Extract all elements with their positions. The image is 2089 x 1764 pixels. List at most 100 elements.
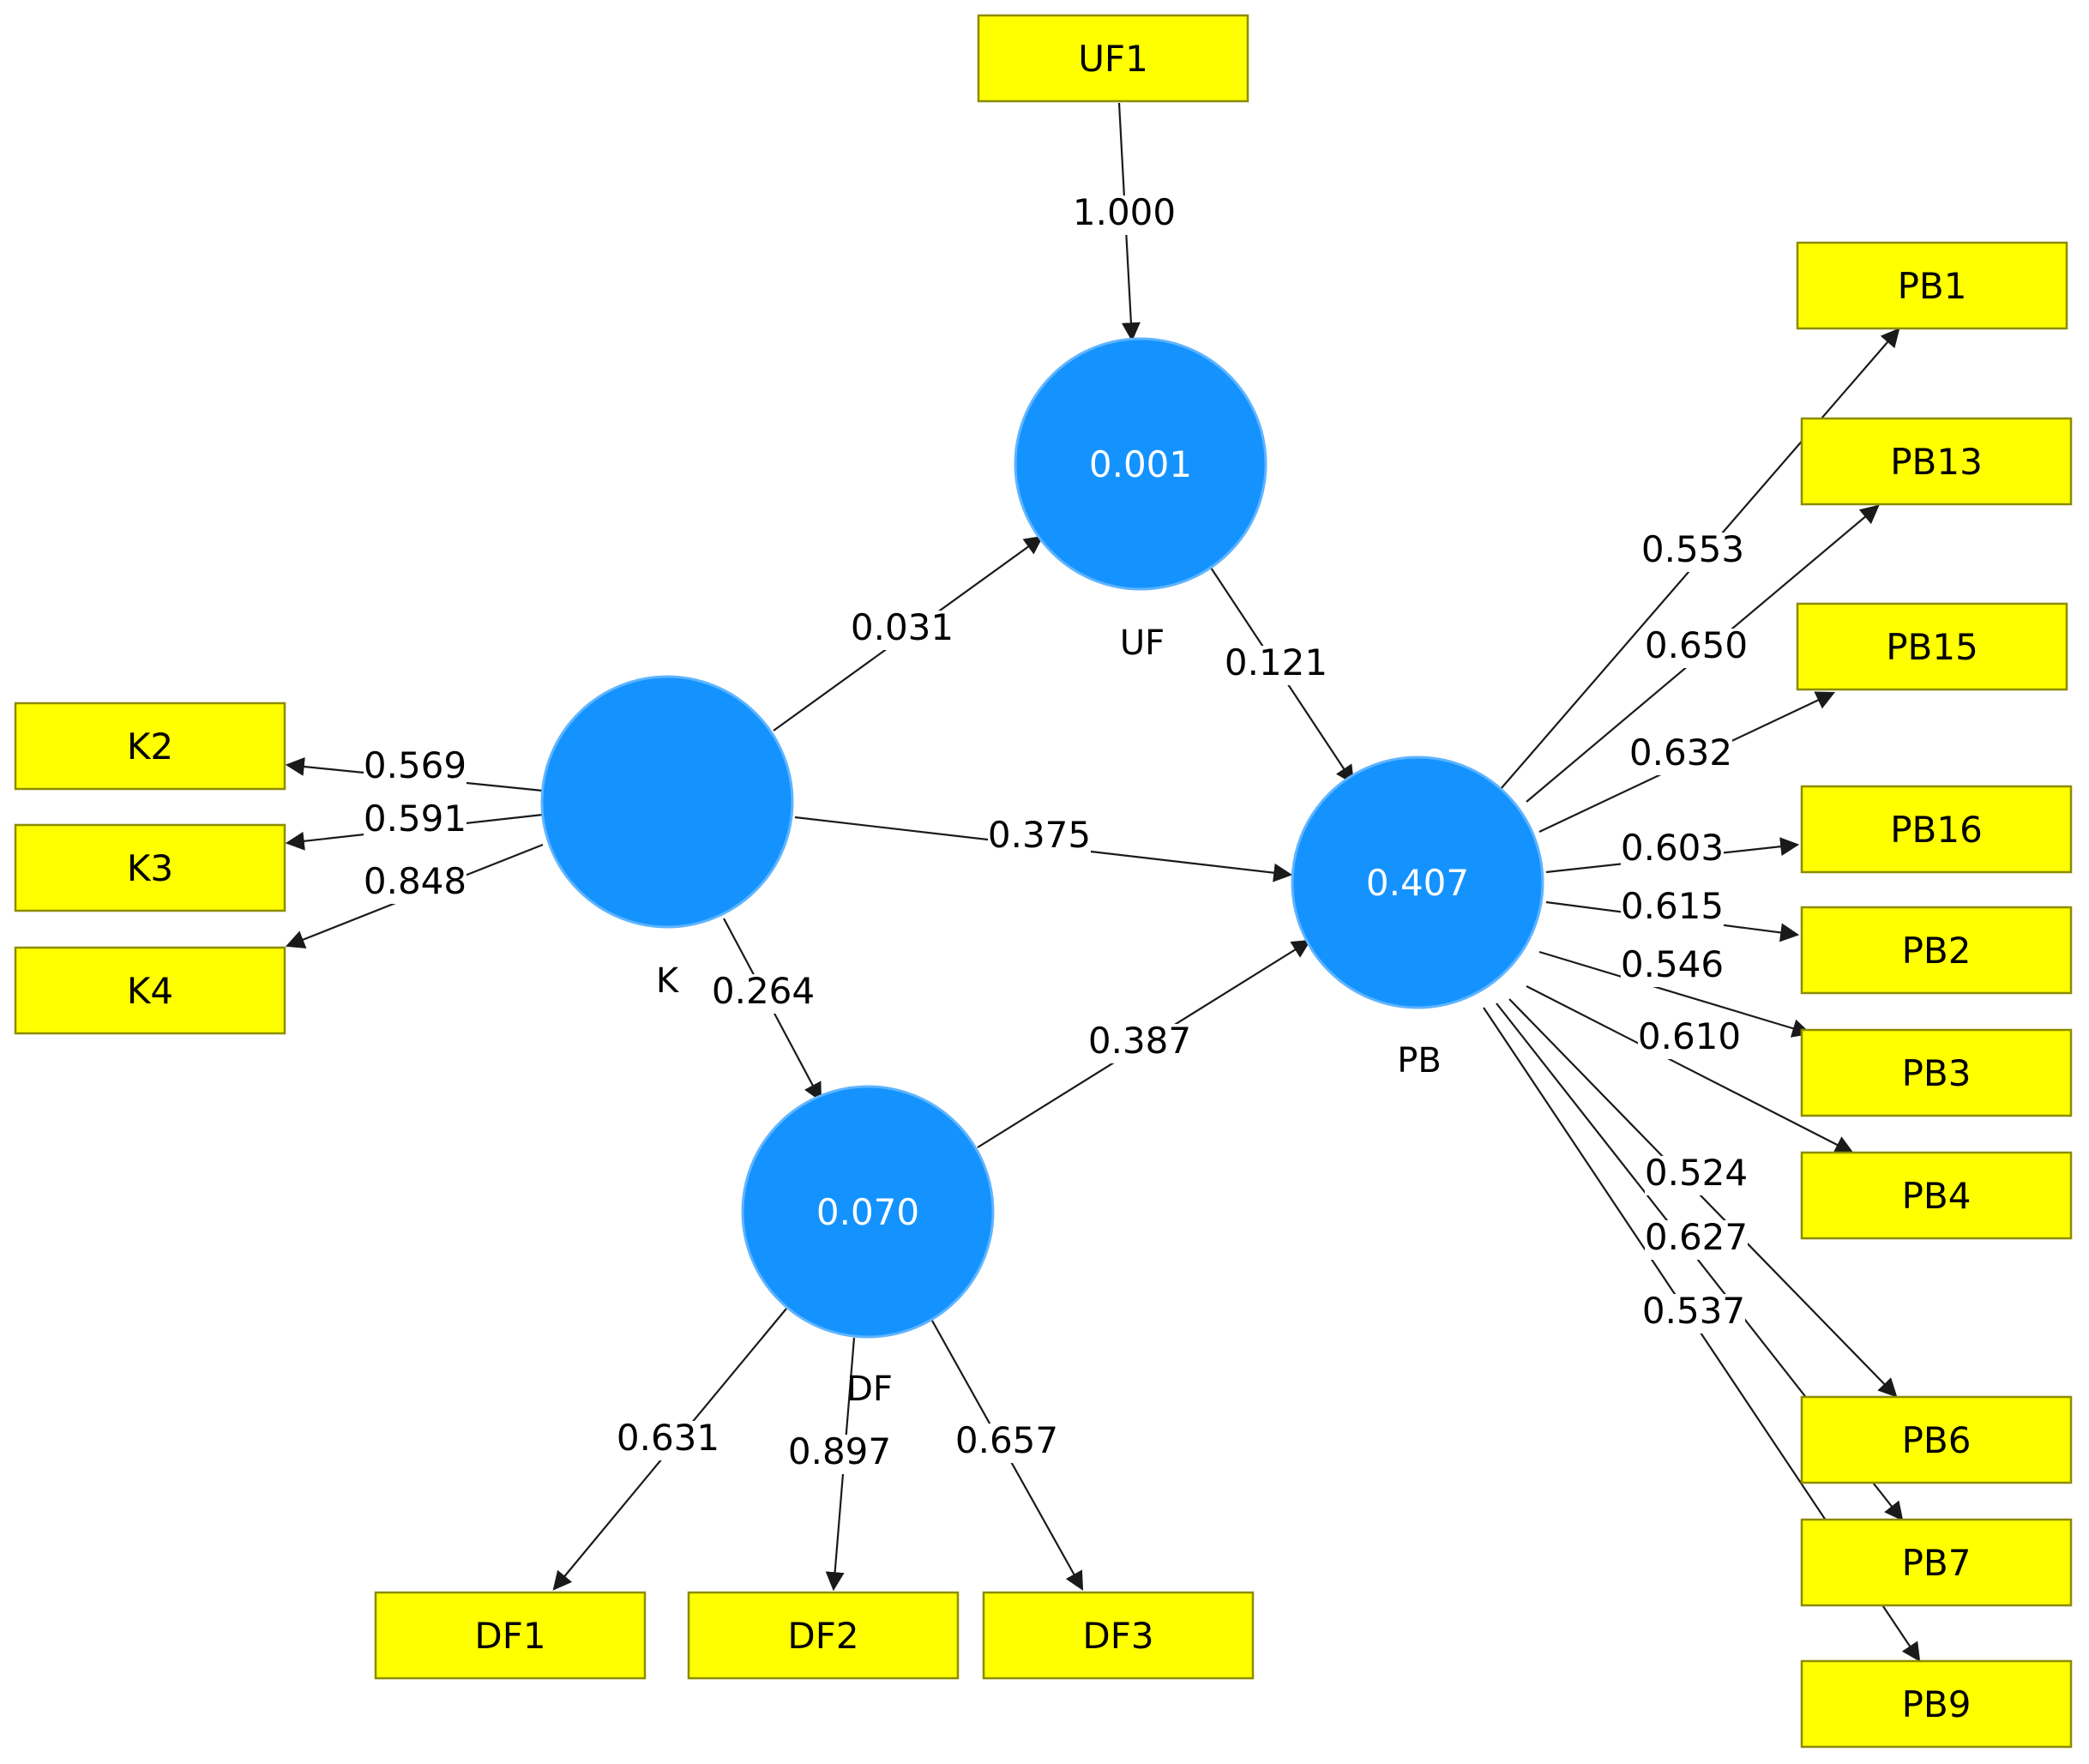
weight-k-uf: 0.031 [851, 606, 954, 650]
weight-label: 0.615 [1621, 885, 1724, 927]
indicator-pb9-box[interactable]: PB9 [1800, 1659, 2073, 1749]
indicator-pb7-box[interactable]: PB7 [1800, 1518, 2073, 1607]
indicator-df1-box[interactable]: DF1 [374, 1591, 647, 1680]
latent-df-circle[interactable] [741, 1085, 995, 1339]
weight-label: 0.627 [1645, 1216, 1748, 1258]
weight-pb-pb15: 0.632 [1629, 731, 1732, 775]
indicator-pb13-rect [1800, 417, 2073, 506]
indicator-df3-box[interactable]: DF3 [982, 1591, 1255, 1680]
weight-k-k4: 0.848 [364, 860, 467, 904]
weight-pb-pb9: 0.537 [1642, 1290, 1745, 1334]
weight-label-background [1638, 1020, 1741, 1059]
indicator-k3-box[interactable]: K3 [14, 823, 286, 912]
indicator-pb9-rect [1800, 1659, 2073, 1749]
indicator-pb6-box[interactable]: PB6 [1800, 1395, 2073, 1484]
weight-label: 0.632 [1629, 731, 1732, 774]
weight-label: 1.000 [1073, 191, 1176, 233]
latent-k-name: K [656, 961, 680, 1001]
indicator-pb4-rect [1800, 1151, 2073, 1240]
indicator-pb4-box[interactable]: PB4 [1800, 1151, 2073, 1240]
indicator-pb1-box[interactable]: PB1 [1796, 241, 2068, 330]
weight-label: 0.537 [1642, 1290, 1745, 1332]
indicator-pb2-label: PB2 [1902, 930, 1972, 972]
latent-pb-circle[interactable] [1291, 756, 1544, 1009]
weight-df-df3: 0.657 [955, 1419, 1058, 1463]
weight-label: 0.524 [1645, 1152, 1748, 1194]
indicator-df2-rect [687, 1591, 960, 1680]
indicator-pb3-label: PB3 [1902, 1052, 1972, 1094]
weight-label: 0.553 [1641, 528, 1744, 570]
path-pb-to-pb6 [1508, 998, 1898, 1398]
weight-label-background [788, 1435, 891, 1474]
weight-pb-pb3: 0.546 [1621, 943, 1724, 987]
weight-label: 0.387 [1088, 1020, 1191, 1062]
indicator-k3-rect [14, 823, 286, 912]
weight-label-background [364, 749, 467, 788]
weight-label-background [1645, 1220, 1748, 1260]
weight-label-background [1621, 948, 1724, 987]
indicator-pb2-box[interactable]: PB2 [1800, 906, 2073, 995]
weight-df-df1: 0.631 [617, 1417, 719, 1460]
latent-df-name: DF [846, 1370, 893, 1409]
indicator-k2-label: K2 [127, 725, 173, 768]
weight-label-background [1645, 629, 1748, 668]
indicator-pb13-label: PB13 [1890, 441, 1983, 483]
weight-label: 0.031 [851, 606, 954, 648]
weight-label: 0.264 [712, 970, 815, 1012]
weight-label-background [988, 818, 1091, 858]
indicator-pb13-box[interactable]: PB13 [1800, 417, 2073, 506]
edge-layer [285, 102, 1921, 1662]
weight-label-background [1225, 646, 1327, 685]
indicator-pb2-rect [1800, 906, 2073, 995]
indicator-uf1-label: UF1 [1078, 38, 1148, 80]
latent-uf-name: UF [1120, 623, 1165, 663]
weight-label: 0.569 [364, 744, 467, 786]
path-pb-to-pb4 [1526, 985, 1854, 1154]
indicator-k2-box[interactable]: K2 [14, 701, 286, 791]
weight-pb-pb13: 0.650 [1645, 624, 1748, 668]
indicator-pb3-box[interactable]: PB3 [1800, 1028, 2073, 1117]
weight-label-background [617, 1421, 719, 1460]
indicator-uf1-box[interactable]: UF1 [977, 14, 1249, 103]
weight-label: 0.897 [788, 1430, 891, 1472]
weight-label-background [364, 802, 467, 841]
indicator-pb15-label: PB15 [1886, 626, 1978, 668]
weight-pb-pb16: 0.603 [1621, 827, 1724, 870]
weight-pb-pb2: 0.615 [1621, 885, 1724, 929]
weight-label-background [1621, 831, 1724, 870]
weight-label: 0.848 [364, 860, 467, 902]
indicator-pb1-label: PB1 [1898, 265, 1967, 307]
indicator-k4-box[interactable]: K4 [14, 946, 286, 1035]
latent-pb-value: 0.407 [1366, 862, 1469, 904]
latent-uf-circle[interactable] [1014, 337, 1267, 591]
indicator-df3-rect [982, 1591, 1255, 1680]
weight-uf-pb: 0.121 [1225, 641, 1327, 685]
path-pb-to-pb3 [1538, 950, 1812, 1038]
indicator-df2-box[interactable]: DF2 [687, 1591, 960, 1680]
indicator-pb7-label: PB7 [1902, 1542, 1972, 1584]
weight-k-pb: 0.375 [988, 814, 1091, 858]
latent-k-circle[interactable] [540, 675, 794, 929]
indicator-pb6-rect [1800, 1395, 2073, 1484]
weight-label-background [955, 1424, 1058, 1463]
weight-label: 0.650 [1645, 624, 1748, 666]
weight-pb-pb6: 0.524 [1645, 1152, 1748, 1195]
weight-label-background [1088, 1024, 1191, 1063]
weight-label-background [851, 611, 954, 650]
path-weight-layer: 1.000 0.031 0.121 0.375 0.264 0.387 0.569 0.591… [364, 191, 1748, 1474]
indicator-pb15-rect [1796, 602, 2068, 691]
weight-label: 0.121 [1225, 641, 1327, 683]
indicator-pb15-box[interactable]: PB15 [1796, 602, 2068, 691]
indicator-k3-label: K3 [127, 847, 173, 889]
indicator-pb16-box[interactable]: PB16 [1800, 785, 2073, 874]
weight-label: 0.375 [988, 814, 1091, 856]
indicator-df3-label: DF3 [1082, 1615, 1153, 1657]
weight-label-background [1621, 889, 1724, 929]
weight-label: 0.591 [364, 798, 467, 840]
weight-label-background [1629, 736, 1732, 775]
indicator-df1-label: DF1 [474, 1615, 545, 1657]
indicator-k4-rect [14, 946, 286, 1035]
